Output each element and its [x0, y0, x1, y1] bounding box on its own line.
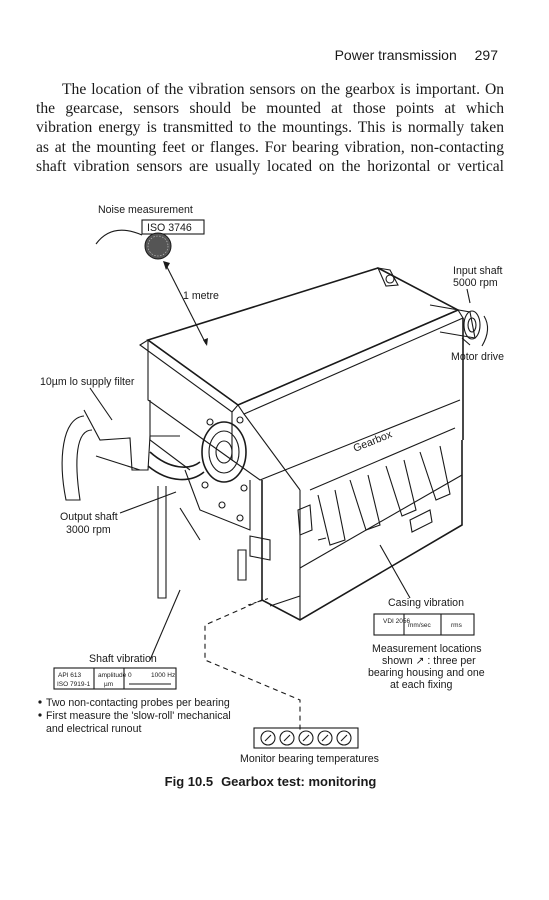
figure-title: Gearbox test: monitoring	[221, 774, 377, 789]
measurement-locations-line: shown ↗ : three per	[382, 655, 476, 667]
iso-box	[141, 219, 205, 235]
distance-line	[165, 264, 207, 345]
monitor-temps-label: Monitor bearing temperatures	[240, 753, 379, 765]
measurement-locations-line: bearing housing and one	[368, 667, 485, 679]
svg-text:0: 0	[128, 672, 132, 679]
paragraph-line: The location of the vibration sensors on…	[62, 81, 504, 98]
gearbox-label: Gearbox	[352, 428, 395, 455]
motor-drive-label: Motor drive	[451, 351, 504, 363]
figure-caption: Fig 10.5 Gearbox test: monitoring	[0, 774, 549, 789]
svg-text:VDI 2056: VDI 2056	[383, 618, 410, 625]
page-number: 297	[474, 47, 498, 63]
bullet-item: Two non-contacting probes per bearing	[46, 697, 230, 709]
gauge-icon	[260, 730, 276, 746]
temperature-monitor	[253, 727, 359, 749]
running-title: Power transmission	[334, 47, 457, 63]
svg-text:mm/sec: mm/sec	[408, 622, 432, 629]
paragraph-line: shaft vibration sensors are usually loca…	[36, 157, 504, 175]
svg-text:ISO 7919-1: ISO 7919-1	[57, 681, 91, 688]
svg-text:1000 Hz: 1000 Hz	[151, 672, 175, 679]
one-metre-label: 1 metre	[183, 290, 219, 302]
output-rpm-label: 3000 rpm	[66, 524, 111, 536]
gauge-icon	[317, 730, 333, 746]
gearbox-body: Gearbox	[61, 267, 481, 621]
bullet-list: Two non-contacting probes per bearing Fi…	[38, 697, 231, 735]
microphone-icon	[144, 232, 172, 260]
paragraph-line: vibration energy is transmitted to the m…	[36, 119, 504, 137]
noise-measurement-label: Noise measurement	[98, 204, 193, 216]
measurement-locations-line: Measurement locations	[372, 643, 482, 655]
casing-vibration-label: Casing vibration	[388, 597, 464, 609]
paragraph-line: the gearcase, sensors should be mounted …	[36, 100, 504, 118]
input-shaft-label: Input shaft	[453, 265, 503, 277]
casing-vibration-table: VDI 2056 mm/sec rms	[373, 613, 475, 636]
gauge-icon	[336, 730, 352, 746]
lo-filter-label: 10µm lo supply filter	[40, 376, 135, 388]
shaft-vibration-label: Shaft vibration	[89, 653, 157, 665]
output-shaft-label: Output shaft	[60, 511, 118, 523]
svg-text:µm: µm	[104, 681, 113, 688]
paragraph-line: as at the mounting feet or flanges. For …	[36, 138, 504, 156]
iso-label: ISO 3746	[147, 222, 192, 234]
gauge-icon	[279, 730, 295, 746]
svg-text:amplitude: amplitude	[98, 672, 127, 679]
running-header: Power transmission 297	[321, 47, 498, 63]
figure-number: Fig 10.5	[164, 774, 214, 789]
bullet-item: and electrical runout	[46, 723, 141, 735]
svg-text:rms: rms	[451, 622, 463, 629]
gauge-icon	[298, 730, 314, 746]
mic-cable	[95, 229, 143, 245]
input-rpm-label: 5000 rpm	[453, 277, 498, 289]
measurement-locations-line: at each fixing	[390, 679, 453, 691]
bullet-item: First measure the 'slow-roll' mechanical	[46, 710, 231, 722]
body-paragraph: The location of the vibration sensors on…	[36, 80, 504, 176]
shaft-vibration-table: API 613 ISO 7919-1 amplitude µm 0 1000 H…	[53, 667, 177, 690]
svg-text:API 613: API 613	[58, 672, 82, 679]
